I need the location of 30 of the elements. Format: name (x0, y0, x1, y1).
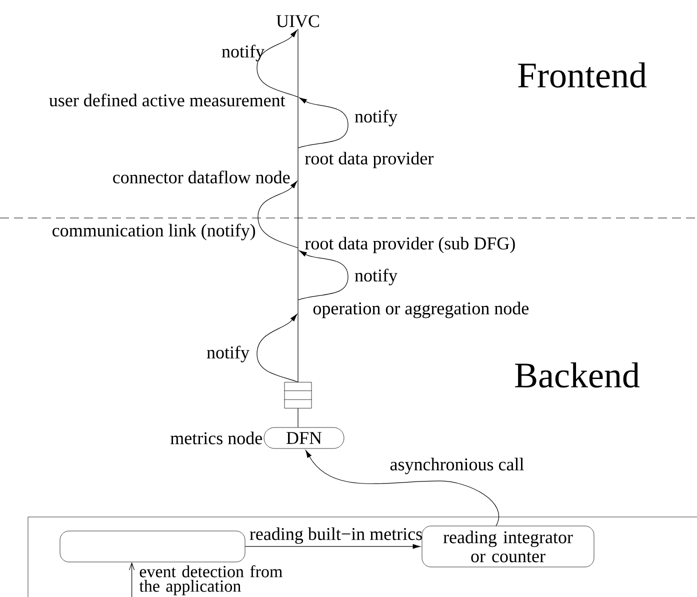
arrow (298, 98, 348, 148)
arrow (256, 30, 298, 98)
arrow (306, 450, 499, 526)
process-box: reading integrator or counter (422, 526, 594, 568)
section-title: Backend (515, 362, 640, 388)
node-label: connector dataflow node (113, 170, 290, 184)
edge-label: notify (354, 268, 398, 286)
edge-label: notify (206, 346, 250, 362)
arrow (129, 562, 135, 597)
arrow (298, 250, 348, 300)
edge-label: communication link (notify) (52, 224, 256, 240)
queue-symbol (284, 382, 312, 408)
process-box (60, 530, 246, 562)
process-box: DFN (264, 427, 344, 449)
arrow (244, 544, 420, 549)
section-title: Frontend (518, 62, 647, 88)
edge-label: asynchronious call (390, 458, 524, 474)
arrow (256, 314, 298, 382)
panel (28, 516, 697, 597)
node-label: root data provider (305, 152, 434, 168)
node-label: metrics node (170, 432, 262, 444)
edge-label: notify (354, 110, 398, 126)
arrow (258, 180, 298, 248)
node-label: root data provider (sub DFG) (305, 236, 515, 254)
node-label: operation or aggregation node (313, 302, 529, 318)
node-label: user defined active measurement (49, 94, 286, 106)
edge-label: reading built−in metrics (250, 527, 422, 544)
edge-label: notify (222, 44, 264, 62)
component-label: UIVC (276, 15, 319, 28)
edge-label: event detection from the application (139, 565, 282, 596)
